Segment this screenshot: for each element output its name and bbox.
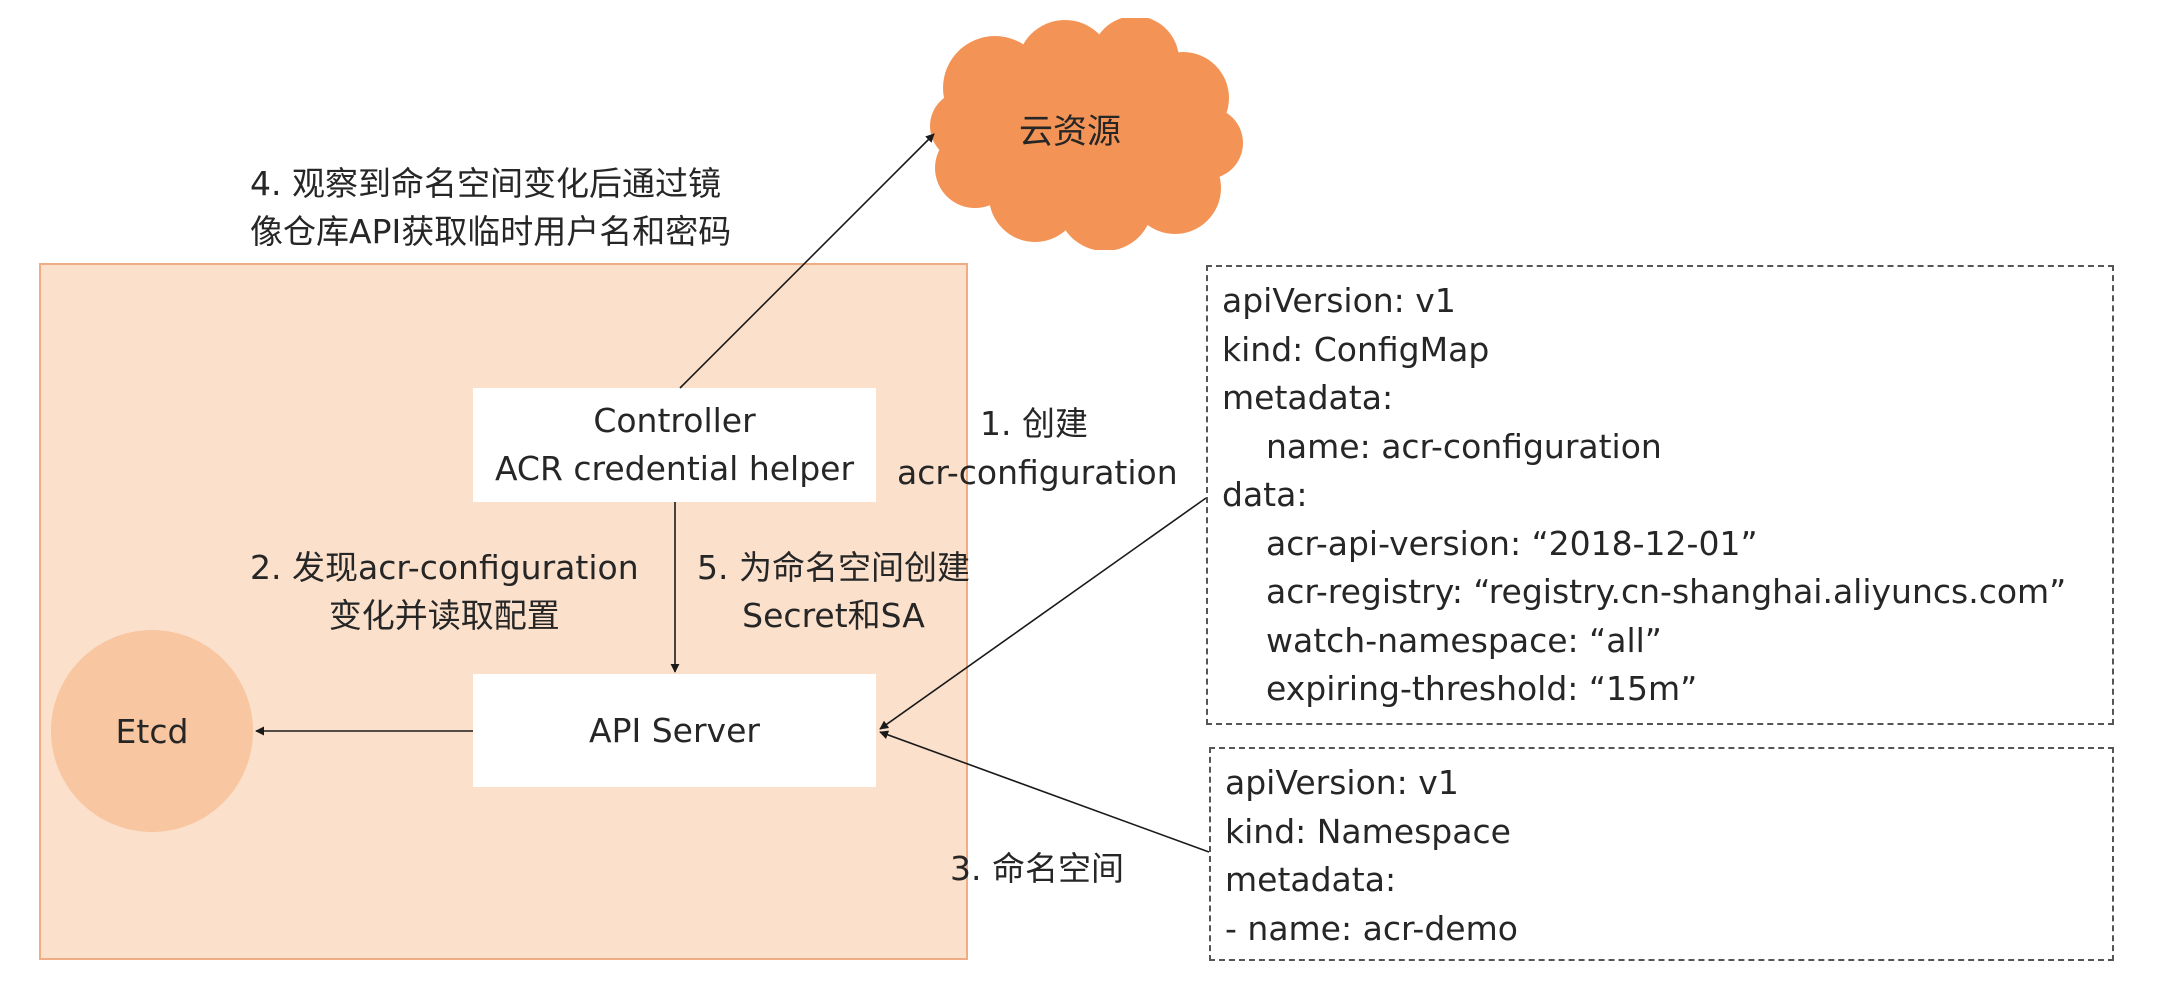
cloud-shape <box>930 18 1243 250</box>
etcd-node[interactable]: Etcd <box>51 630 253 832</box>
step5-line1: 5. 为命名空间创建 <box>697 548 970 587</box>
api-server-label: API Server <box>589 710 760 750</box>
cloud-resources-label: 云资源 <box>1019 112 1121 152</box>
configmap-yaml-line: data: <box>1222 475 1308 514</box>
step5-label: 5. 为命名空间创建 Secret和SA <box>697 544 970 640</box>
step2-line1: 2. 发现acr-configuration <box>250 548 639 587</box>
namespace-yaml-box: apiVersion: v1 kind: Namespace metadata: - … <box>1209 747 2114 961</box>
api-server-node[interactable]: API Server <box>473 674 876 787</box>
namespace-yaml-line: metadata: <box>1225 860 1397 899</box>
etcd-label: Etcd <box>115 711 189 751</box>
configmap-yaml-box: apiVersion: v1 kind: ConfigMap metadata: na… <box>1206 265 2114 725</box>
controller-title: Controller <box>593 401 756 440</box>
namespace-yaml-line: - name: acr-demo <box>1225 908 1518 948</box>
namespace-yaml-line: apiVersion: v1 <box>1225 763 1459 802</box>
configmap-yaml-line: acr-api-version: “2018-12-01” <box>1266 523 1758 563</box>
namespace-yaml-line: kind: Namespace <box>1225 811 1511 851</box>
step1-line2: acr-configuration <box>897 453 1178 492</box>
configmap-yaml-line: acr-registry: “registry.cn-shanghai.aliy… <box>1266 572 2067 611</box>
configmap-yaml-line: expiring-threshold: “15m” <box>1266 669 1698 708</box>
step4-label: 4. 观察到命名空间变化后通过镜 像仓库API获取临时用户名和密码 <box>250 160 731 256</box>
step4-line1: 4. 观察到命名空间变化后通过镜 <box>250 164 721 203</box>
step1-line1: 1. 创建 <box>980 404 1088 443</box>
step2-label: 2. 发现acr-configuration 变化并读取配置 <box>250 544 639 640</box>
controller-subtitle: ACR credential helper <box>494 449 855 488</box>
configmap-yaml-line: watch-namespace: “all” <box>1266 620 1662 660</box>
step2-line2: 变化并读取配置 <box>328 596 560 635</box>
step5-line2: Secret和SA <box>742 596 925 635</box>
step4-line2: 像仓库API获取临时用户名和密码 <box>250 212 732 251</box>
configmap-yaml-line: kind: ConfigMap <box>1222 329 1490 369</box>
configmap-yaml-line: apiVersion: v1 <box>1222 281 1456 320</box>
controller-node[interactable]: Controller ACR credential helper <box>473 388 876 502</box>
configmap-yaml-line: name: acr-configuration <box>1266 426 1662 466</box>
configmap-yaml-line: metadata: <box>1222 378 1394 417</box>
step3-label: 3. 命名空间 <box>950 849 1124 888</box>
